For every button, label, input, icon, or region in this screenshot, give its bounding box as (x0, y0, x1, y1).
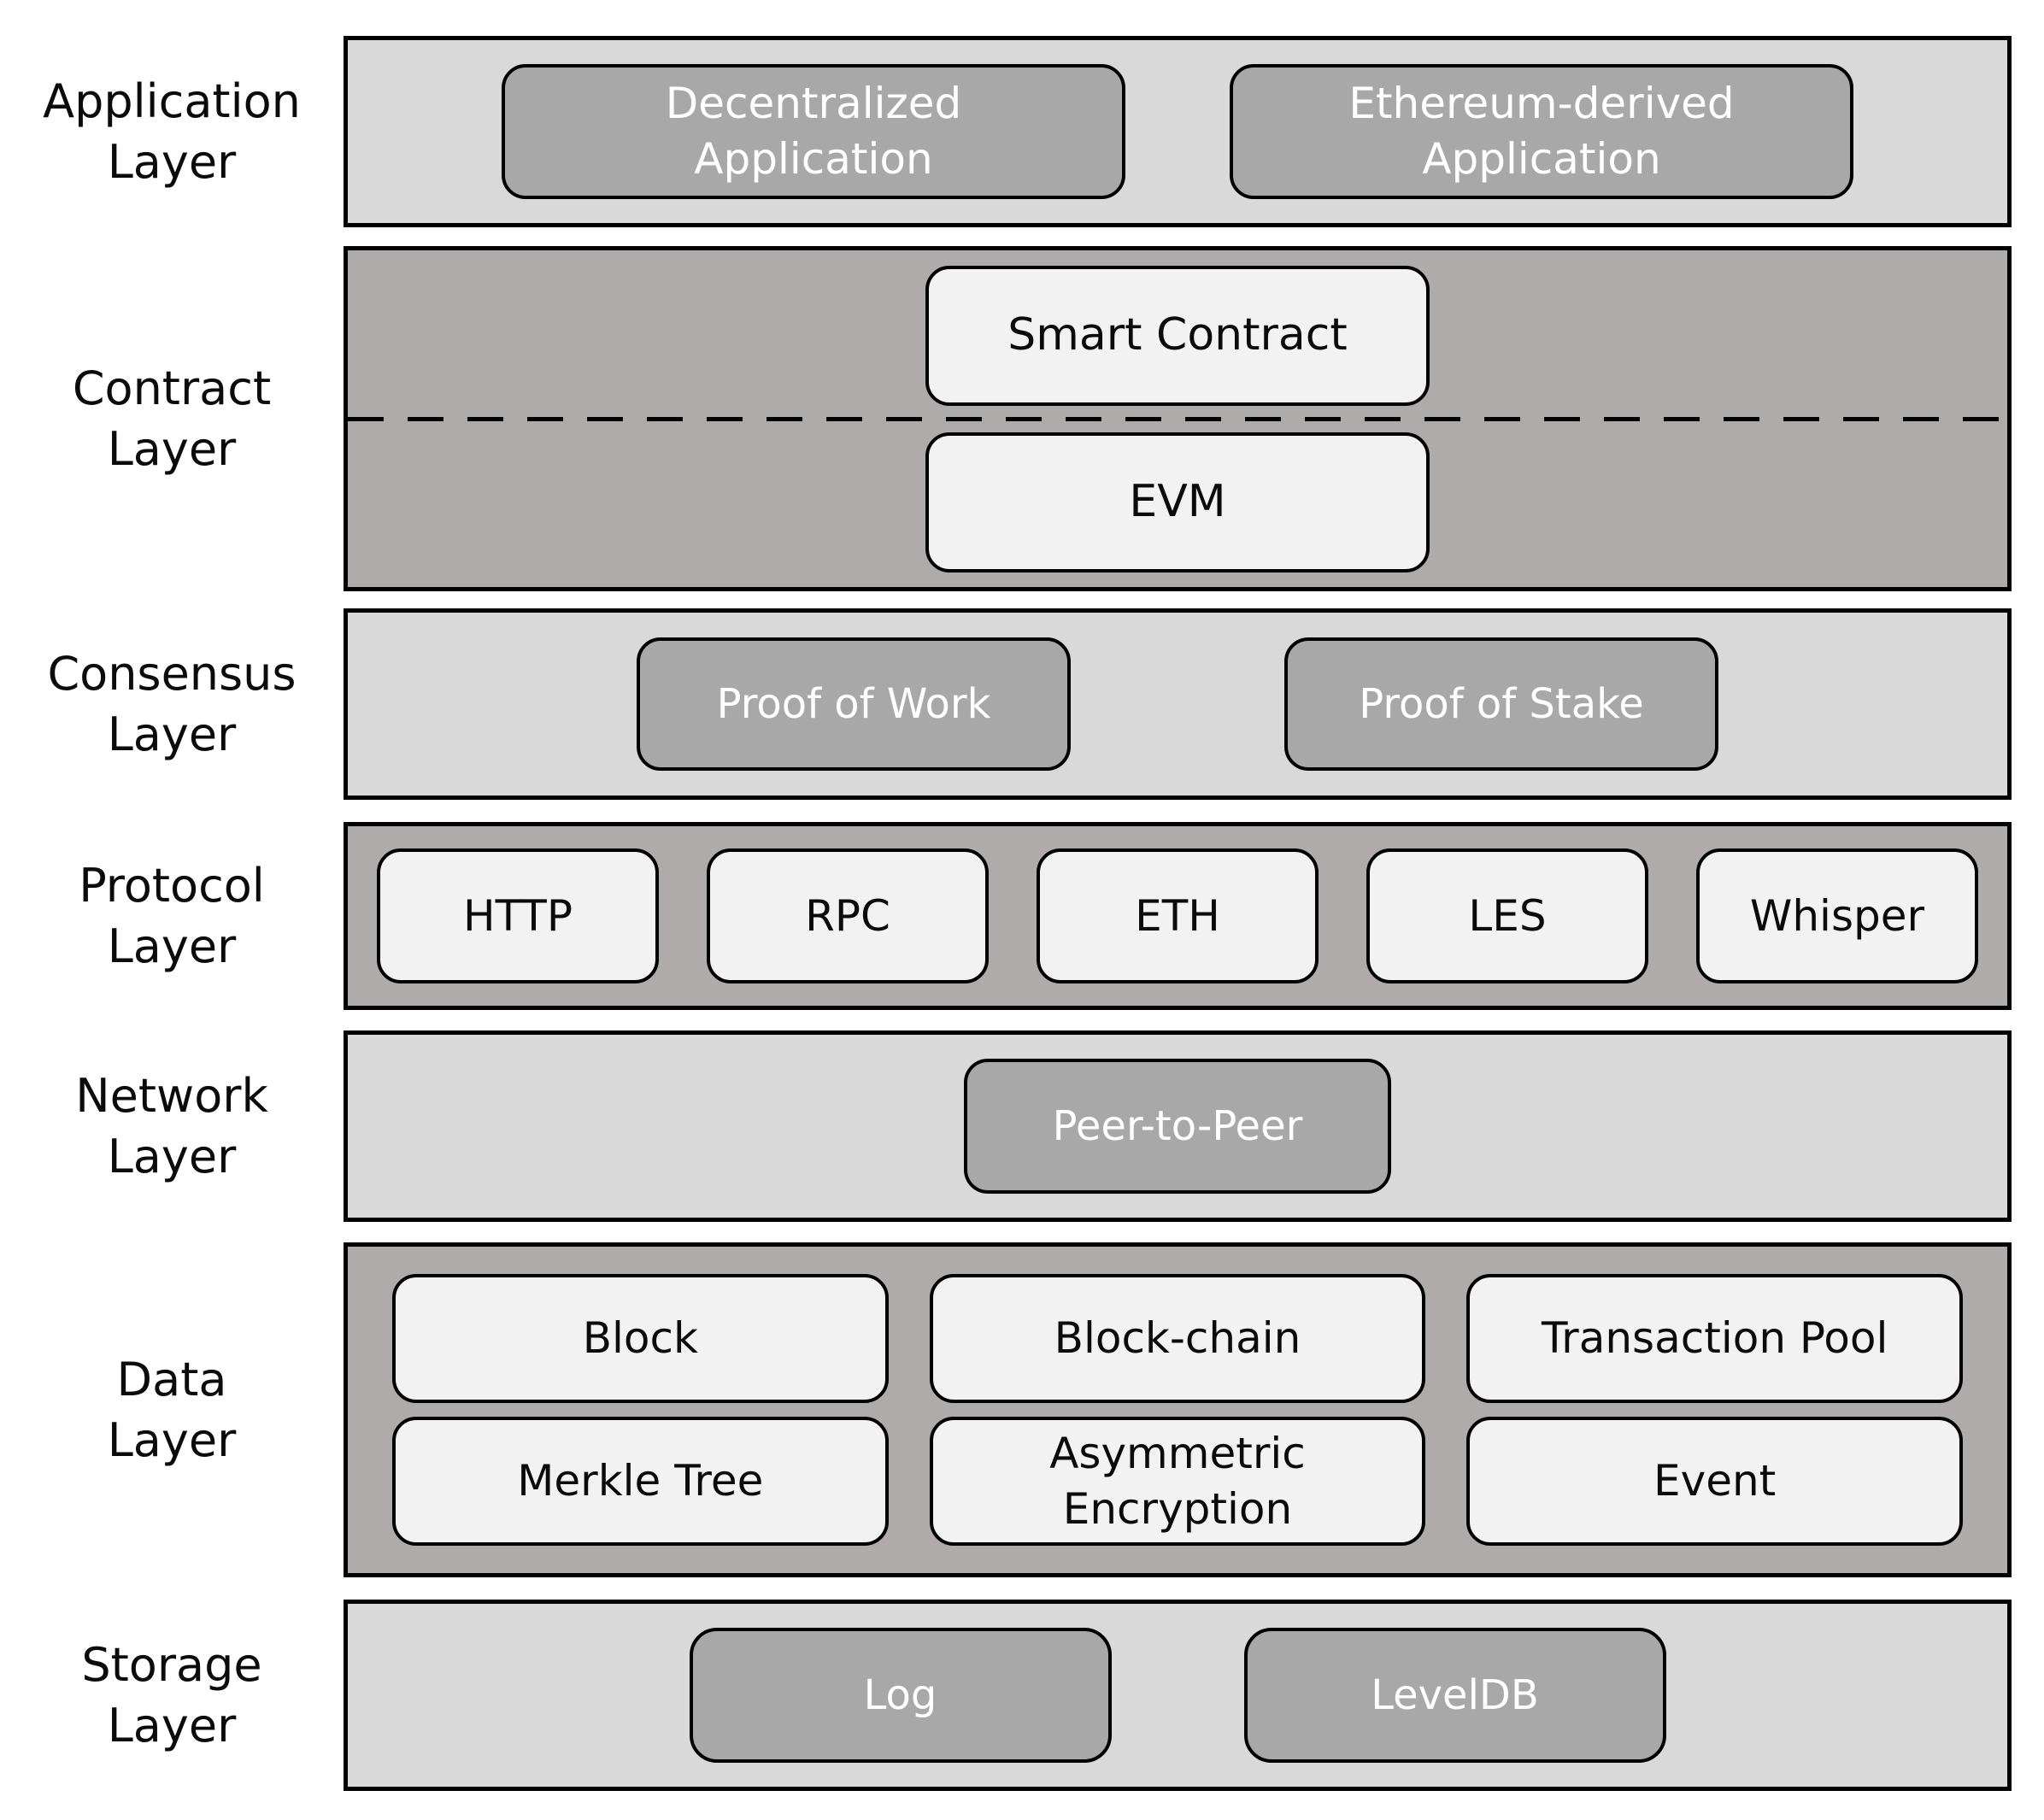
layer-label-network: Network Layer (75, 1068, 268, 1183)
layer-label-protocol: Protocol Layer (79, 858, 265, 973)
contract-layer-dashed-divider (348, 416, 2007, 421)
node-transaction-pool: Transaction Pool (1466, 1274, 1963, 1403)
layer-label-data: Data Layer (107, 1352, 237, 1467)
node-decentralized-application: Decentralized Application (502, 64, 1125, 199)
node-proof-of-work: Proof of Work (637, 637, 1071, 771)
node-evm: EVM (925, 432, 1430, 572)
layer-label-consensus: Consensus Layer (47, 646, 297, 761)
node-http: HTTP (377, 848, 659, 983)
node-merkle-tree: Merkle Tree (392, 1417, 889, 1546)
band-storage-layer: Log LevelDB (344, 1600, 2012, 1791)
node-block-chain: Block-chain (929, 1274, 1426, 1403)
node-asymmetric-encryption: Asymmetric Encryption (929, 1417, 1426, 1546)
node-leveldb: LevelDB (1243, 1628, 1666, 1763)
layer-label-storage: Storage Layer (81, 1637, 262, 1752)
node-log: Log (689, 1628, 1112, 1763)
node-whisper: Whisper (1696, 848, 1978, 983)
node-block: Block (392, 1274, 889, 1403)
node-rpc: RPC (707, 848, 989, 983)
band-protocol-layer: HTTP RPC ETH LES Whisper (344, 822, 2012, 1010)
band-contract-layer: Smart Contract EVM (344, 246, 2012, 591)
node-ethereum-derived-application: Ethereum-derived Application (1230, 64, 1853, 199)
band-data-layer: Block Block-chain Transaction Pool Merkl… (344, 1242, 2012, 1577)
layer-label-application: Application Layer (43, 73, 301, 189)
band-network-layer: Peer-to-Peer (344, 1030, 2012, 1222)
node-peer-to-peer: Peer-to-Peer (964, 1059, 1391, 1194)
node-smart-contract: Smart Contract (925, 265, 1430, 406)
node-proof-of-stake: Proof of Stake (1284, 637, 1718, 771)
node-event: Event (1466, 1417, 1963, 1546)
band-application-layer: Decentralized Application Ethereum-deriv… (344, 36, 2012, 227)
node-eth: ETH (1037, 848, 1319, 983)
layer-label-contract: Contract Layer (72, 361, 272, 476)
band-consensus-layer: Proof of Work Proof of Stake (344, 608, 2012, 800)
node-les: LES (1366, 848, 1648, 983)
